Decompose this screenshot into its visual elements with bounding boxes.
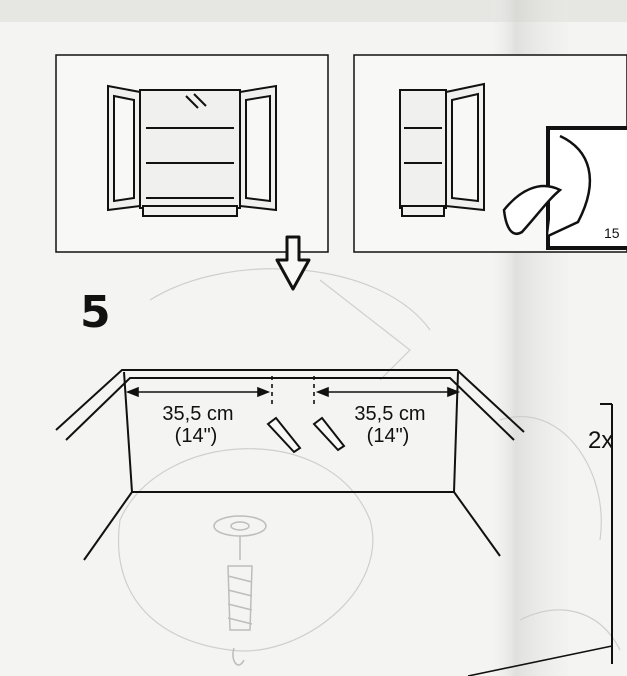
next-page-number: 15 bbox=[604, 225, 620, 241]
step-number: 5 bbox=[80, 287, 111, 338]
dimension-right-imperial: (14") bbox=[367, 425, 410, 447]
hand-icon bbox=[502, 184, 563, 235]
dimension-left-imperial: (14") bbox=[175, 425, 218, 447]
wall-perspective-illustration bbox=[55, 369, 525, 561]
quantity-bracket bbox=[600, 403, 613, 664]
cabinet-open-illustration bbox=[107, 84, 277, 217]
dimension-right-metric: 35,5 cm bbox=[354, 403, 425, 425]
quantity-callout: 2x bbox=[588, 403, 613, 664]
dimension-left-metric: 35,5 cm bbox=[162, 403, 233, 425]
faint-screw-illustration bbox=[213, 515, 267, 666]
quantity-label: 2x bbox=[588, 427, 613, 454]
panel-open-cabinet bbox=[55, 54, 329, 253]
top-edge-shadow bbox=[0, 0, 627, 22]
dimension-lines bbox=[125, 376, 461, 408]
cabinet-half-open-illustration bbox=[399, 82, 485, 217]
bottom-panel-edge bbox=[467, 645, 613, 676]
down-arrow-icon bbox=[275, 235, 311, 291]
page-curl-icon bbox=[547, 134, 592, 238]
panel-cabinet-see-page: 15 bbox=[353, 54, 627, 253]
turn-page-callout: 15 bbox=[502, 126, 627, 250]
drill-bit-icons bbox=[266, 416, 346, 454]
